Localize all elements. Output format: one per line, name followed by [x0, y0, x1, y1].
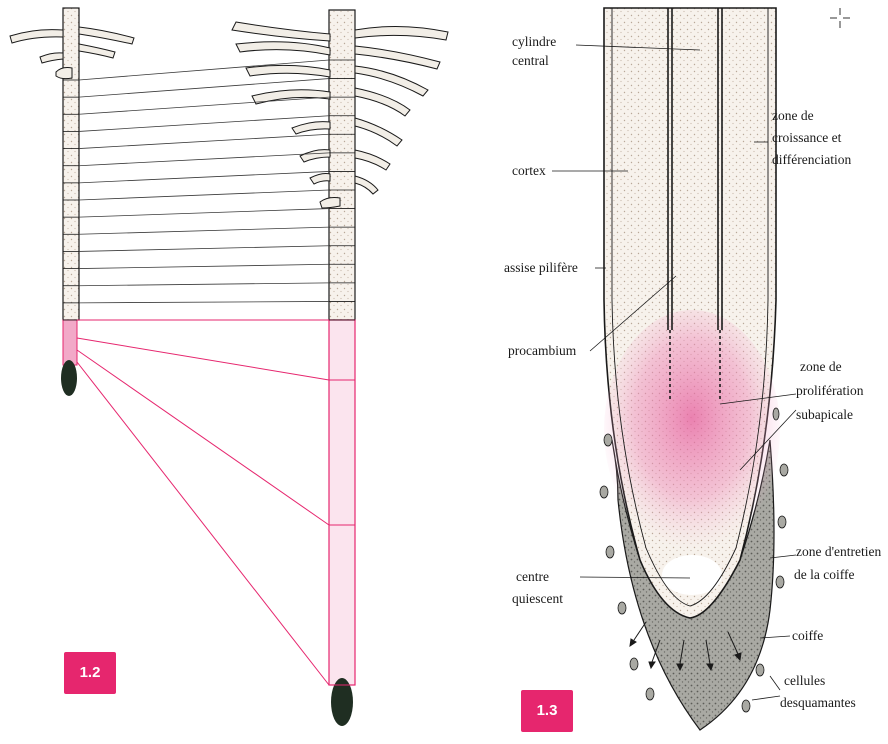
figure-1-3 — [552, 8, 796, 730]
quiescent-centre — [662, 555, 722, 595]
correspondence-line — [79, 134, 329, 148]
crosshair-icon — [830, 8, 850, 28]
label-zone-croissance-line3: différenciation — [772, 151, 851, 168]
proliferation-zone — [604, 310, 780, 550]
label-procambium: procambium — [508, 342, 576, 359]
correspondence-line — [79, 190, 329, 200]
correspondence-line — [79, 171, 329, 182]
label-cylindre-central-line1: cylindre — [512, 33, 556, 50]
label-zone-entretien-line2: de la coiffe — [794, 566, 854, 583]
label-cortex: cortex — [512, 162, 546, 179]
correspondence-lines — [79, 60, 329, 320]
label-cylindre-central-line2: central — [512, 52, 549, 69]
label-zone-croissance-line2: croissance et — [772, 129, 841, 146]
right-root — [232, 10, 448, 726]
label-centre-quiescent-line1: centre — [516, 568, 549, 585]
label-zone-proliferation-line3: subapicale — [796, 406, 853, 423]
figure-1-2 — [10, 8, 448, 726]
correspondence-line — [79, 209, 329, 218]
label-centre-quiescent-line2: quiescent — [512, 590, 563, 607]
label-coiffe: coiffe — [792, 627, 823, 644]
label-cellules-line1: cellules — [784, 672, 825, 689]
label-zone-croissance-line1: zone de — [772, 107, 814, 124]
figure-badge-1-2: 1.2 — [64, 652, 116, 694]
correspondence-line — [79, 227, 329, 234]
correspondence-line — [79, 116, 329, 132]
label-zone-proliferation-line1: zone de — [800, 358, 842, 375]
correspondence-line — [79, 153, 329, 166]
correspondence-line — [79, 301, 329, 302]
figure-badge-1-3: 1.3 — [521, 690, 573, 732]
left-root — [10, 8, 134, 396]
label-cellules-line2: desquamantes — [780, 694, 856, 711]
correspondence-line — [79, 283, 329, 286]
label-zone-proliferation-line2: prolifération — [796, 382, 863, 399]
growth-lines — [77, 320, 355, 685]
correspondence-line — [79, 264, 329, 268]
label-assise-pilifere: assise pilifère — [504, 259, 578, 276]
label-zone-entretien-line1: zone d'entretien — [796, 543, 881, 560]
correspondence-line — [79, 97, 329, 114]
correspondence-line — [79, 246, 329, 252]
